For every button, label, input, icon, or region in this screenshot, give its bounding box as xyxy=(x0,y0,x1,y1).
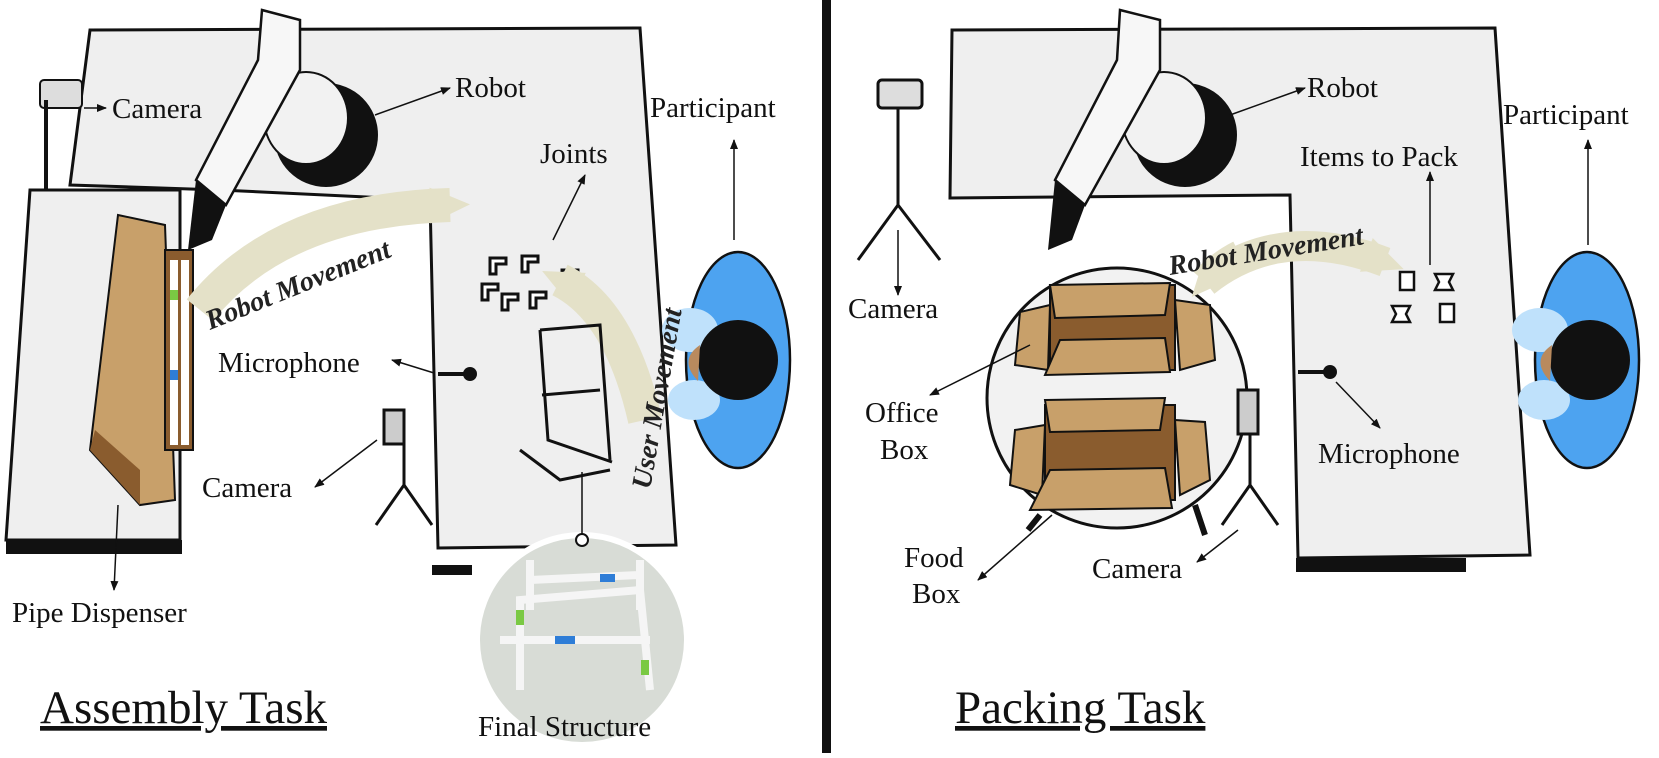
microphone-icon xyxy=(1298,365,1337,379)
robot-icon xyxy=(188,8,378,250)
structure-sketch xyxy=(519,323,613,482)
camera-tripod-icon xyxy=(374,408,434,526)
camera-label: Camera xyxy=(848,293,938,325)
table-leg xyxy=(1296,558,1466,572)
office-box-icon xyxy=(1013,281,1217,377)
office-box-label: Office xyxy=(865,397,939,429)
robot-label: Robot xyxy=(455,72,526,104)
participant-label: Participant xyxy=(650,92,776,124)
final-structure-label: Final Structure xyxy=(478,711,651,743)
panel-divider xyxy=(822,0,831,753)
food-box-icon xyxy=(1008,396,1212,512)
user-movement-arrow xyxy=(542,264,662,424)
microphone-icon xyxy=(438,367,477,381)
camera-icon xyxy=(39,79,83,190)
robot-label: Robot xyxy=(1307,72,1378,104)
joints-label: Joints xyxy=(540,138,608,170)
items-to-pack-label: Items to Pack xyxy=(1300,141,1458,173)
participant-chair-icon xyxy=(1512,250,1641,470)
assembly-task-title: Assembly Task xyxy=(40,682,327,734)
table-leg xyxy=(6,540,182,554)
camera-tripod-icon xyxy=(856,78,942,261)
table-leg xyxy=(432,565,472,575)
food-box-label-line2: Box xyxy=(912,578,961,610)
pipe-dispenser-label: Pipe Dispenser xyxy=(12,597,187,629)
packing-task-title: Packing Task xyxy=(955,682,1206,734)
microphone-label: Microphone xyxy=(1318,438,1460,470)
office-box-label-line2: Box xyxy=(880,434,929,466)
assembly-task-panel: Camera Robot Participant Joints Robot Mo… xyxy=(4,8,792,748)
participant-label: Participant xyxy=(1503,99,1629,131)
robot-icon xyxy=(1048,8,1237,250)
packing-task-panel: Robot Participant Items to Pack Robot Mo… xyxy=(848,8,1641,734)
items-icon xyxy=(1389,270,1456,324)
camera-label: Camera xyxy=(1092,553,1182,585)
camera-label: Camera xyxy=(112,93,202,125)
pipe-dispenser xyxy=(88,213,194,507)
microphone-label: Microphone xyxy=(218,347,360,379)
camera-label: Camera xyxy=(202,472,292,504)
participant-chair-icon xyxy=(662,250,792,470)
robot-movement-arrow xyxy=(186,187,470,321)
camera-tripod-icon xyxy=(1220,388,1280,526)
food-box-label: Food xyxy=(904,542,964,574)
